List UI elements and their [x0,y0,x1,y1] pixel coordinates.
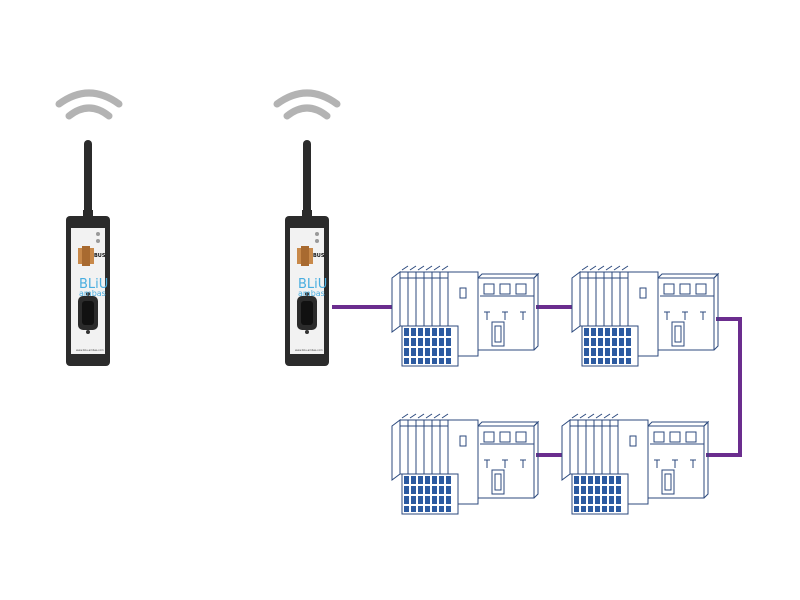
bus-cable-module-2-to-module-4 [706,317,742,457]
gateway-2-brand-sub: ambas [298,289,325,298]
io-module-3 [391,413,539,515]
gateway-2-tag: BUS [313,253,325,259]
gateway-1-url: www.bliu-ambas.com [76,348,104,352]
gateway-1-tag: BUS [94,253,106,259]
gateway-1-brand: BLiU [79,277,108,292]
wireless-signal-icon [273,89,341,120]
io-module-2 [571,265,719,367]
io-module-1 [391,265,539,367]
io-module-4 [561,413,709,515]
gateway-1-brand-sub: ambas [79,289,106,298]
wireless-signal-icon [55,89,123,120]
gateway-2-brand: BLiU [298,277,327,292]
wireless-gateway-1: BUS BLiU ambas www.bliu-ambas.com [55,89,123,366]
bus-cables [332,305,742,457]
gateway-2-url: www.bliu-ambas.com [295,348,323,352]
wireless-gateway-2: BUS BLiU ambas www.bliu-ambas.com [273,89,341,366]
